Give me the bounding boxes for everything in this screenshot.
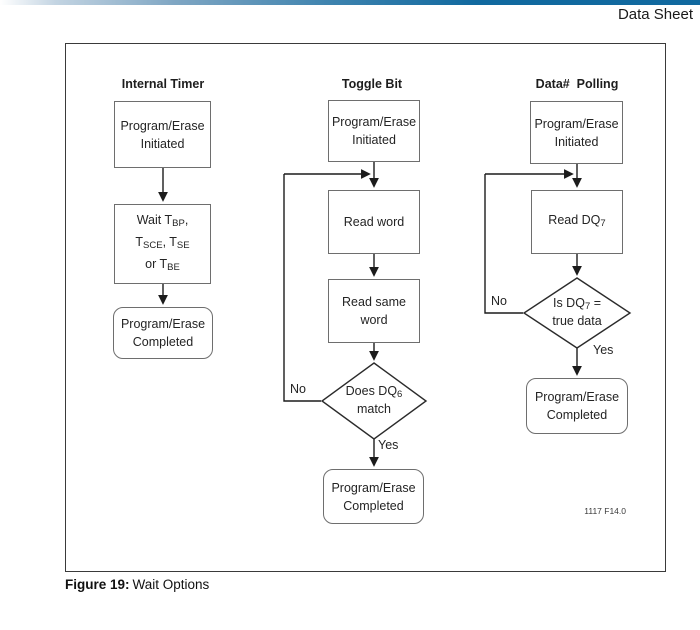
box-text-line: Initiated <box>140 136 185 151</box>
box-text-line: Completed <box>546 408 608 422</box>
diamond-text-line: Does DQ6 <box>322 384 426 402</box>
diamond-text-line: match <box>356 402 392 416</box>
data-polling-diamond-label: Is DQ7 = true data <box>525 296 629 329</box>
internal-timer-initiated-box: Program/Erase Initiated <box>114 101 211 168</box>
figure-code: 1117 F14.0 <box>584 506 626 516</box>
box-text-line: Read word <box>343 215 405 229</box>
toggle-bit-read-word-box: Read word <box>328 190 420 254</box>
box-text-line: Program/Erase <box>120 118 205 133</box>
data-polling-decision-diamond <box>522 277 632 349</box>
toggle-bit-initiated-box: Program/Erase Initiated <box>328 100 420 162</box>
toggle-bit-read-same-word-box: Read same word <box>328 279 420 343</box>
box-text-line: Read DQ7 <box>548 211 605 233</box>
toggle-bit-yes-label: Yes <box>378 438 399 452</box>
box-text-line: Completed <box>343 498 404 513</box>
column-header-data-polling: Data# Polling <box>535 77 619 91</box>
toggle-bit-arrows <box>283 162 379 467</box>
box-text-line: Program/Erase <box>331 480 416 495</box>
box-text-line: Read same <box>342 295 406 309</box>
internal-timer-completed-box: Program/Erase Completed <box>113 307 213 359</box>
text-fragment: or T <box>145 257 168 271</box>
box-text-line: TSCE, TSE <box>135 233 189 255</box>
data-polling-initiated-box: Program/Erase Initiated <box>530 101 623 164</box>
text-fragment: T <box>135 235 144 249</box>
box-text-line: Completed <box>132 335 194 349</box>
data-polling-yes-label: Yes <box>593 343 614 357</box>
subscript: 7 <box>584 301 591 312</box>
data-polling-arrows <box>484 164 582 376</box>
figure-caption: Figure 19:Wait Options <box>65 577 209 592</box>
box-text-line: Program/Erase <box>534 116 619 131</box>
subscript: BE <box>167 262 180 273</box>
text-fragment: , <box>184 213 189 227</box>
diamond-text-line: Is DQ7 = <box>525 296 629 314</box>
box-text-line: Initiated <box>352 133 396 147</box>
header-gradient-bar <box>0 0 700 5</box>
toggle-bit-decision-diamond <box>320 362 428 440</box>
text-fragment: Is DQ <box>552 296 585 310</box>
internal-timer-wait-box: Wait TBP, TSCE, TSE or TBE <box>114 204 211 284</box>
toggle-bit-no-label: No <box>290 382 306 396</box>
box-text-line: Program/Erase <box>120 317 206 331</box>
box-text-line: word <box>360 313 388 327</box>
text-fragment: Read DQ <box>548 213 601 227</box>
subscript: 6 <box>397 389 403 400</box>
column-header-internal-timer: Internal Timer <box>121 77 205 91</box>
toggle-bit-completed-box: Program/Erase Completed <box>323 469 424 524</box>
figure-frame: Internal Timer Program/Erase Initiated W… <box>65 43 666 572</box>
box-text-line: Initiated <box>554 134 599 149</box>
subscript: SCE <box>143 240 163 251</box>
text-fragment: , T <box>162 235 177 249</box>
column-header-toggle-bit: Toggle Bit <box>341 77 403 91</box>
box-text-line: Wait TBP, <box>137 211 189 233</box>
subscript: 7 <box>600 218 606 229</box>
flowchart-connectors <box>158 162 632 467</box>
box-text-line: Program/Erase <box>331 115 417 129</box>
subscript: SE <box>176 240 190 251</box>
doc-type-label: Data Sheet <box>617 6 693 23</box>
text-fragment: Wait T <box>136 213 173 227</box>
box-text-line: Program/Erase <box>534 390 620 404</box>
text-fragment: Does DQ <box>345 384 398 398</box>
box-text-line: or TBE <box>145 255 180 277</box>
data-polling-read-dq7-box: Read DQ7 <box>531 190 623 254</box>
subscript: BP <box>172 218 185 229</box>
data-polling-no-label: No <box>491 294 507 308</box>
text-fragment: = <box>590 296 602 310</box>
figure-caption-label: Figure 19: <box>65 577 130 592</box>
diamond-text-line: true data <box>552 314 602 328</box>
data-polling-completed-box: Program/Erase Completed <box>526 378 628 434</box>
figure-caption-title: Wait Options <box>132 577 210 592</box>
toggle-bit-diamond-label: Does DQ6 match <box>322 384 426 417</box>
